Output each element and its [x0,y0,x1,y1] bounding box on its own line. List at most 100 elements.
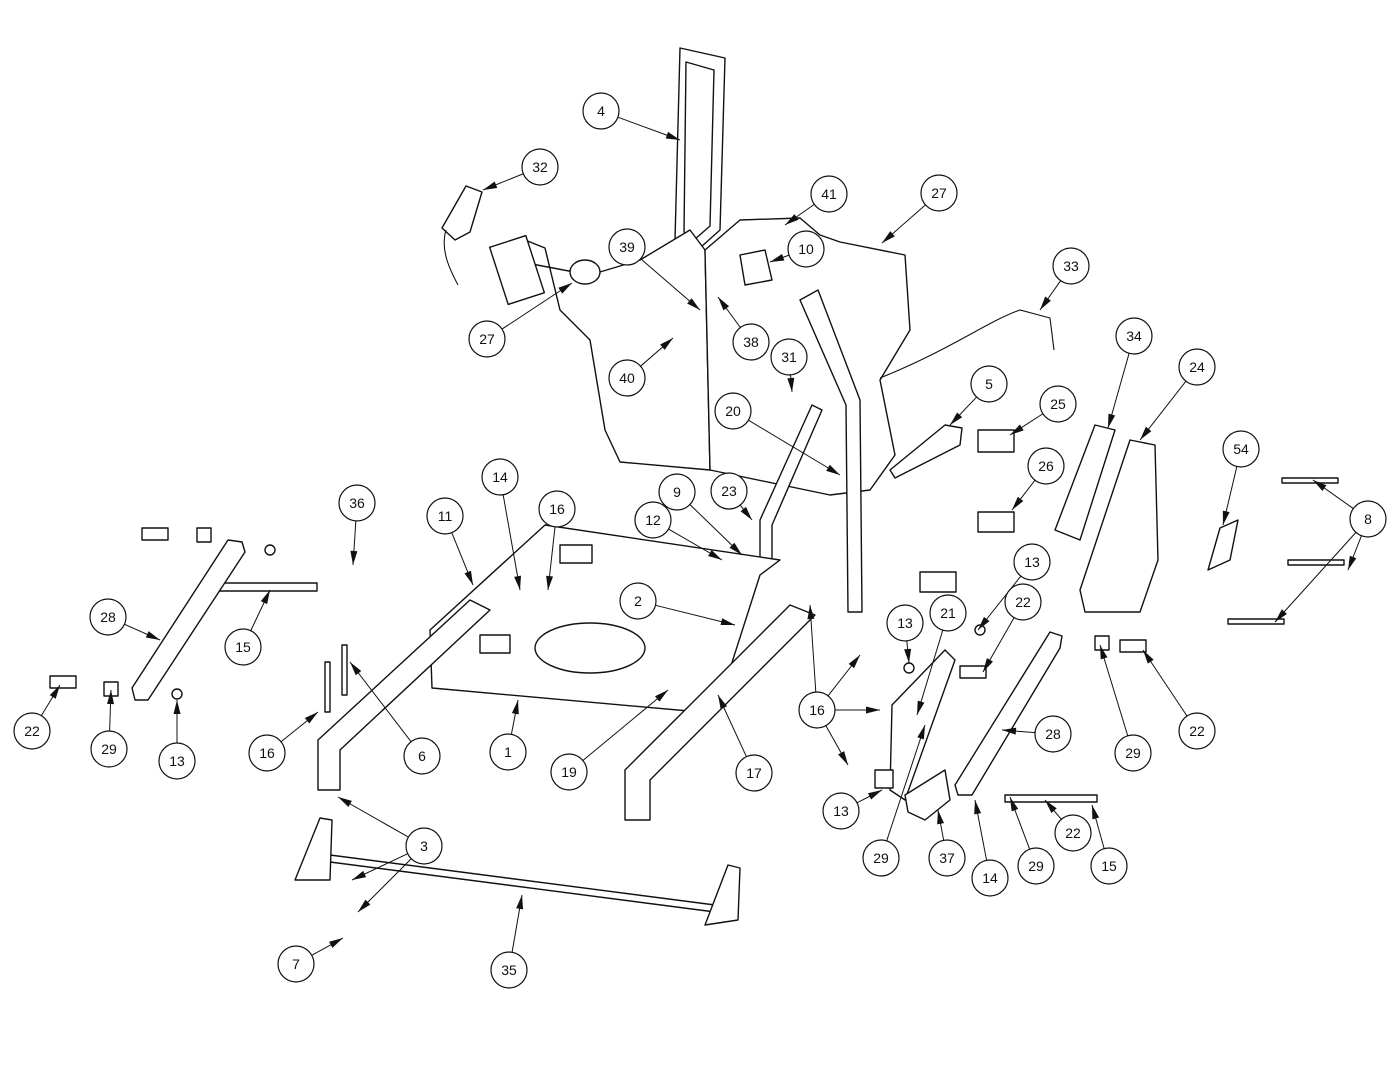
part-bolt-8b [1287,559,1345,566]
part-washer-13c [903,662,915,674]
callout-number: 27 [931,185,947,201]
part-plate-34 [1054,424,1116,541]
callout-circle [277,945,315,983]
callout-22: 22 [1178,712,1216,750]
arrowhead-icon [1040,296,1051,310]
callout-number: 26 [1038,458,1054,474]
callout-29: 29 [862,839,900,877]
leader-line [748,419,841,476]
callout-10: 10 [787,230,825,268]
callout-number: 13 [169,753,185,769]
part-filler-neck [488,234,546,306]
part-bushing-13e [874,769,894,789]
arrowhead-icon [838,751,848,765]
callout-number: 11 [438,508,453,524]
callout-number: 3 [420,838,428,854]
callout-13: 13 [822,792,860,830]
part-bracket-37 [904,769,951,821]
callout-number: 28 [1045,726,1061,742]
arrowhead-icon [352,870,367,880]
arrowhead-icon [173,700,181,714]
arrowhead-icon [1348,555,1357,570]
callout-29: 29 [90,730,128,768]
callout-36: 36 [338,484,376,522]
callout-number: 25 [1050,396,1066,412]
arrowhead-icon [558,283,572,294]
part-arm-28-left [131,539,246,701]
arrowhead-icon [1092,805,1100,820]
part-pin-22c [1119,639,1147,653]
arrowhead-icon [867,790,882,800]
callout-circle [971,859,1009,897]
part-pin-22a [49,675,77,689]
callout-16: 16 [248,734,286,772]
arrowhead-icon [516,895,524,910]
arrowhead-icon [917,725,925,740]
callout-circle [886,604,924,642]
arrowhead-icon [304,712,318,724]
arrowhead-icon [1012,496,1024,510]
callout-number: 16 [809,702,825,718]
part-rail-right [624,604,816,821]
callout-15: 15 [1090,847,1128,885]
callout-number: 28 [100,609,116,625]
callout-25: 25 [1039,385,1077,423]
arrowhead-icon [1010,424,1024,435]
callout-circle [521,148,559,186]
callout-number: 6 [418,748,426,764]
part-gasket [674,47,726,256]
part-pin-22d [959,665,987,679]
arrowhead-icon [904,648,912,663]
callout-number: 21 [940,605,956,621]
part-pin-22b [141,527,169,541]
callout-28: 28 [89,598,127,636]
callout-number: 31 [781,349,797,365]
part-plate-slot-2 [559,544,593,564]
arrowhead-icon [1313,480,1327,491]
callout-number: 39 [619,239,635,255]
callout-number: 29 [101,741,117,757]
arrowhead-icon [917,700,925,715]
arrowhead-icon [866,706,880,714]
callout-40: 40 [608,359,646,397]
arrowhead-icon [1045,800,1057,813]
callout-circle [248,734,286,772]
callout-circle [732,323,770,361]
callout-number: 5 [985,376,993,392]
leader-line [1274,532,1357,623]
callout-number: 13 [1024,554,1040,570]
callout-8: 8 [1349,500,1387,538]
arrowhead-icon [511,700,519,715]
arrowhead-icon [665,131,680,140]
arrowhead-icon [848,655,860,669]
callout-number: 34 [1126,328,1142,344]
part-bushing-26 [977,511,1015,533]
arrowhead-icon [807,605,815,620]
callout-circle [608,359,646,397]
leader-lines [40,116,1362,956]
callout-20: 20 [714,392,752,430]
callout-number: 29 [873,850,889,866]
callout-number: 41 [821,186,837,202]
part-washer-13 [171,688,183,700]
part-seatbelt [441,185,483,241]
callout-number: 15 [235,639,251,655]
callout-circle [426,497,464,535]
arrowhead-icon [1222,510,1230,525]
part-seat-plate [429,524,781,713]
callout-number: 2 [634,593,642,609]
callout-circle [158,742,196,780]
callout-54: 54 [1222,430,1260,468]
callout-number: 36 [349,495,365,511]
callout-13: 13 [886,604,924,642]
leader-line [582,689,669,761]
part-bracket-24 [1079,439,1159,613]
callout-39: 39 [608,228,646,266]
callout-number: 22 [1065,825,1081,841]
callout-number: 14 [492,469,508,485]
callout-number: 20 [725,403,741,419]
callout-circle [1017,847,1055,885]
callout-31: 31 [770,338,808,376]
part-bushing-29b [196,527,212,543]
